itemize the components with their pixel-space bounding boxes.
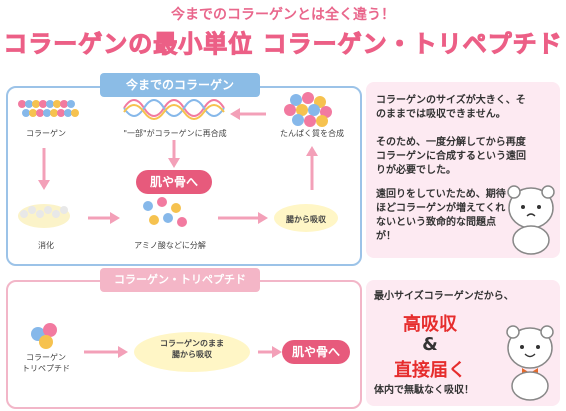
header-subtitle: 今までのコラーゲンとは全く違う！ xyxy=(171,7,395,23)
note-new-intro: 最小サイズコラーゲンだから、 xyxy=(374,291,514,302)
happy-bear-icon xyxy=(506,325,554,401)
digestion-illustration xyxy=(18,204,70,228)
label-amino-acid: アミノ酸などに分解 xyxy=(134,241,206,250)
label-digestion: 消化 xyxy=(38,241,54,250)
label-resynthesis: "一部"がコラーゲンに再合成 xyxy=(123,129,227,138)
high-absorption-text: 高吸収 xyxy=(403,314,457,335)
label-protein-synthesis: たんぱく質を合成 xyxy=(280,129,344,138)
label-intestinal-absorption: 腸から吸収 xyxy=(286,215,326,224)
helix-illustration xyxy=(123,99,225,120)
label-tripeptide: コラーゲン トリペプチド xyxy=(22,353,70,373)
worried-bear-icon xyxy=(507,185,555,255)
tripeptide-diagram xyxy=(31,323,282,372)
collagen-chain-illustration xyxy=(18,100,79,117)
old-process-diagram xyxy=(18,92,338,232)
protein-illustration xyxy=(284,92,332,127)
skin-bone-pill-old: 肌や骨へ xyxy=(136,170,212,194)
old-collagen-panel-title: 今までのコラーゲン xyxy=(100,73,260,97)
note-old-p3: 遠回りをしていたため、期待ほどコラーゲンが増えてくれないという致命的な問題点が！ xyxy=(376,189,506,242)
tripeptide-panel-title: コラーゲン・トリペプチド xyxy=(100,268,260,292)
note-old-p2: そのため、一度分解してから再度コラーゲンに合成するという遠回りが必要でした。 xyxy=(376,137,526,176)
label-collagen: コラーゲン xyxy=(26,129,66,138)
skin-bone-pill-new: 肌や骨へ xyxy=(282,340,350,364)
note-new-footer: 体内で無駄なく吸収！ xyxy=(374,385,474,396)
label-absorbed-as-collagen: コラーゲンのまま 腸から吸収 xyxy=(160,339,224,359)
direct-delivery-text: 直接届く xyxy=(394,360,466,381)
amino-acid-illustration xyxy=(143,197,187,227)
note-old-p1: コラーゲンのサイズが大きく、そのままでは吸収できません。 xyxy=(376,95,526,120)
header-title: コラーゲンの最小単位 コラーゲン・トリペプチド xyxy=(3,30,563,59)
tripeptide-illustration xyxy=(31,323,57,349)
ampersand-text: & xyxy=(422,334,438,355)
